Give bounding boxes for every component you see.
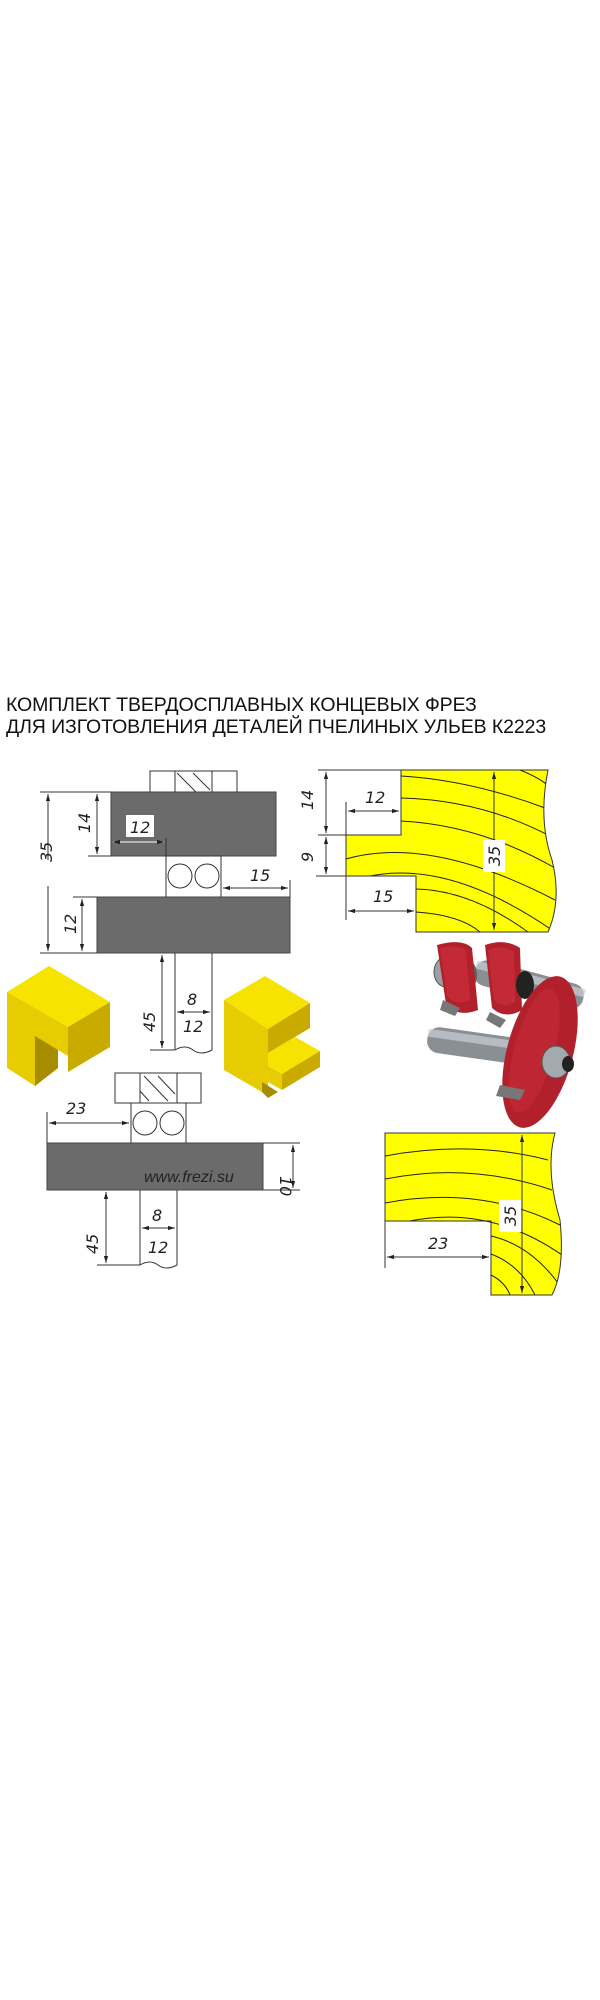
dim-rebate-depth: 23 [428,1234,448,1253]
dim-shank-length: 45 [140,1012,159,1032]
nut-icon [114,1072,202,1104]
cutter-set-drawing-top [40,770,291,1054]
title-line-1: КОМПЛЕКТ ТВЕРДОСПЛАВНЫХ КОНЦЕВЫХ ФРЕЗ [6,694,477,716]
cutter-drawing-bottom [46,1072,300,1269]
dim-shank-length-bottom: 45 [83,1234,102,1254]
dim-upper-cutter-height: 14 [75,813,94,833]
watermark-url: www.frezi.su [144,1169,234,1186]
nut-icon [149,770,238,793]
dim-shank-diameter-b: 12 [183,1017,203,1036]
dim-lower-cutter-height: 12 [61,914,80,934]
dim-shank-diameter-a: 8 [187,990,197,1009]
dim-shank-diameter-b-bottom: 12 [148,1238,168,1257]
dim-tongue-height: 9 [298,852,317,862]
dim-lower-overhang: 15 [250,866,270,885]
dim-shank-diameter-a-bottom: 8 [152,1206,162,1225]
bearing-icon [165,855,222,898]
rebate-cutter [46,1142,264,1191]
dim-total-thickness-bottom: 35 [501,1206,520,1226]
dim-bottom-step-depth: 15 [373,887,393,906]
product-title: КОМПЛЕКТ ТВЕРДОСПЛАВНЫХ КОНЦЕВЫХ ФРЕЗ ДЛ… [6,694,600,738]
router-cutters-photo [427,942,586,1128]
bearing-icon [130,1102,187,1144]
wood-profile-top [316,769,557,933]
shank [174,953,213,1054]
dim-cutter-height: 10 [276,1176,295,1196]
upper-cutter [110,791,277,857]
dim-upper-offset: 12 [130,818,150,837]
dim-top-step-depth: 12 [365,788,385,807]
title-line-2: ДЛЯ ИЗГОТОВЛЕНИЯ ДЕТАЛЕЙ ПЧЕЛИНЫХ УЛЬЕВ … [6,716,547,738]
dim-top-step-height: 14 [298,790,317,810]
shank [139,1190,178,1269]
dim-cut-depth: 23 [66,1099,86,1118]
lower-cutter [96,896,291,954]
wood-profile-bottom [384,1132,562,1296]
dim-overall-height: 35 [37,842,56,862]
iso-block-tongue-icon [224,976,320,1098]
iso-block-groove-icon [7,966,110,1086]
dim-total-thickness-top: 35 [485,846,504,866]
